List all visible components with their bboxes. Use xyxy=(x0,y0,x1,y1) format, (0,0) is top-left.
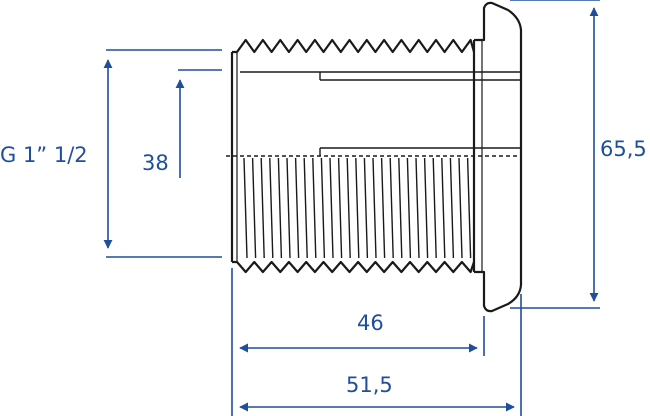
thread-hatch-line xyxy=(320,157,326,259)
thread-hatch-line xyxy=(294,157,300,259)
thread-hatch-line xyxy=(389,157,394,259)
thread-hatch-line xyxy=(277,157,283,259)
thread-hatch-line xyxy=(380,157,386,259)
thread-size-label: G 1” 1/2 xyxy=(0,143,88,167)
thread-hatch-line xyxy=(466,157,472,259)
thread-hatch-line xyxy=(260,157,265,259)
thread-hatch-line xyxy=(432,157,437,259)
fitting-body xyxy=(230,1,523,313)
bore-label: 38 xyxy=(142,151,169,175)
overall-length-label: 51,5 xyxy=(346,373,393,397)
flange-diameter-label: 65,5 xyxy=(600,137,647,161)
thread-hatch-line xyxy=(329,157,334,259)
thread-hatch-line xyxy=(398,157,403,259)
flange-outline xyxy=(474,1,523,313)
thread-hatch-line xyxy=(458,157,463,259)
thread-hatch-line xyxy=(441,157,446,259)
internal-thread-hatch xyxy=(243,157,472,259)
thread-hatch-line xyxy=(286,157,291,259)
thread-hatch-line xyxy=(355,157,360,259)
thread-hatch-line xyxy=(363,157,369,259)
thread-hatch-line xyxy=(312,157,317,259)
top-thread-profile xyxy=(232,38,476,54)
thread-hatch-line xyxy=(372,157,377,259)
thread-hatch-line xyxy=(415,157,420,259)
thread-hatch-line xyxy=(269,157,274,259)
thread-hatch-line xyxy=(303,157,308,259)
thread-hatch-line xyxy=(449,157,455,259)
inner-features xyxy=(226,71,522,157)
thread-hatch-line xyxy=(251,157,257,259)
thread-length-label: 46 xyxy=(357,311,384,335)
thread-hatch-line xyxy=(346,157,351,259)
thread-hatch-line xyxy=(243,157,248,259)
thread-hatch-line xyxy=(406,157,412,259)
bottom-thread-profile xyxy=(232,260,476,274)
dimension-lines xyxy=(103,0,600,416)
thread-hatch-line xyxy=(337,157,343,259)
thread-hatch-line xyxy=(423,157,429,259)
